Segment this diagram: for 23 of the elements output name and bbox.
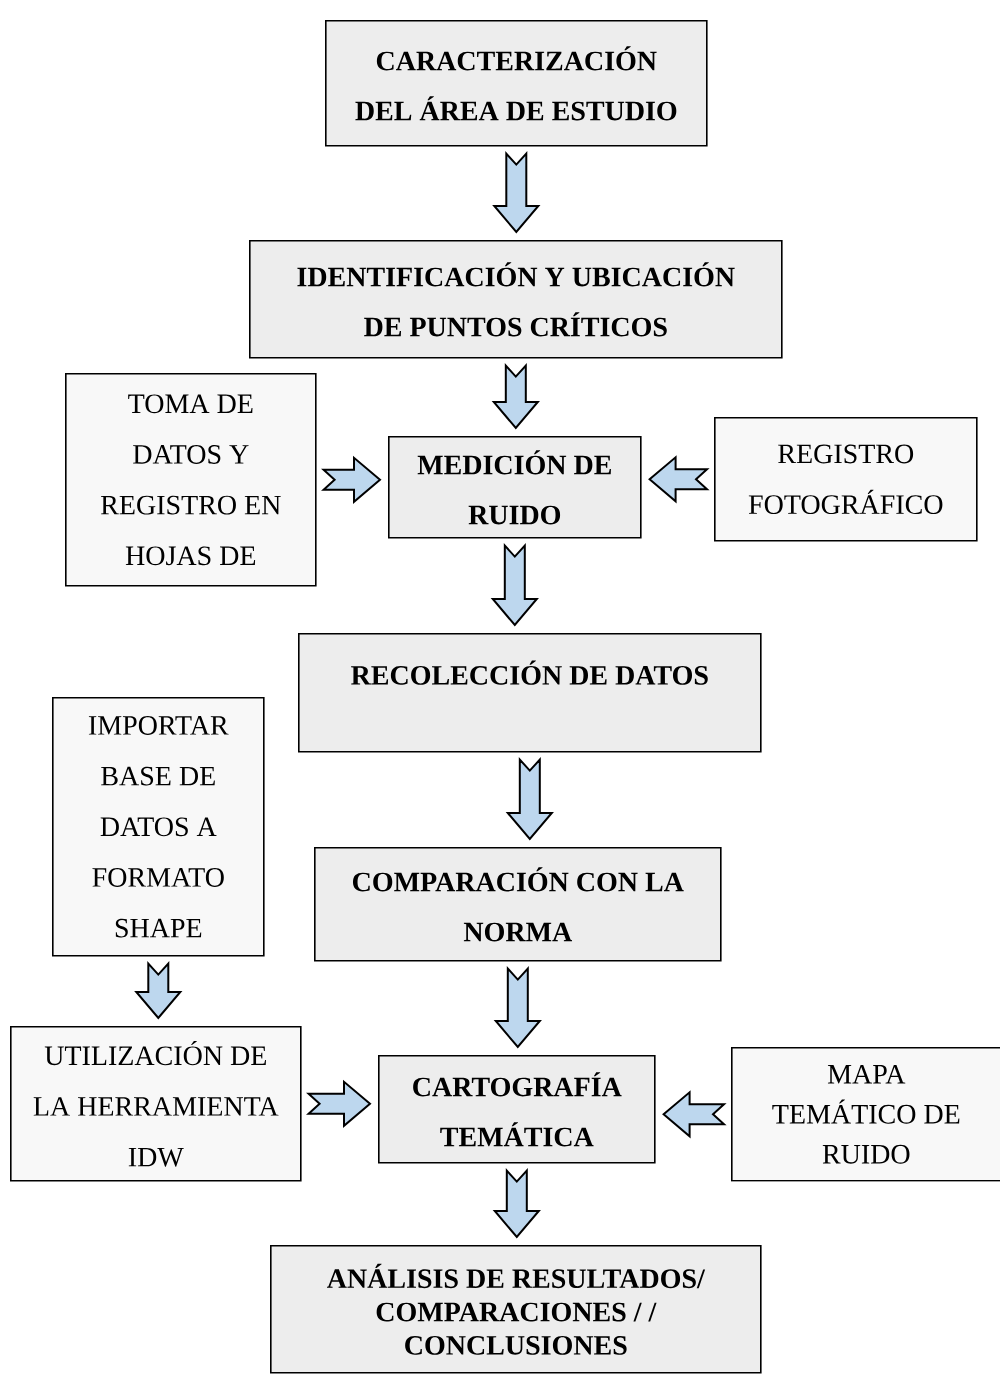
block-arrow	[662, 1090, 727, 1139]
block-arrow	[648, 455, 710, 504]
input-box: REGISTRO FOTOGRÁFICO	[714, 417, 978, 542]
process-box: COMPARACIÓN CON LA NORMA	[314, 847, 722, 962]
block-arrow	[490, 543, 539, 627]
block-arrow	[505, 757, 554, 841]
input-box: TOMA DE DATOS Y REGISTRO EN HOJAS DE	[65, 373, 317, 587]
process-box: RECOLECCIÓN DE DATOS	[298, 633, 762, 753]
input-box: UTILIZACIÓN DE LA HERRAMIENTA IDW	[10, 1026, 302, 1182]
process-box: ANÁLISIS DE RESULTADOS/ COMPARACIONES / / CONCLUSIONES	[270, 1245, 762, 1374]
block-arrow	[492, 151, 541, 234]
block-arrow	[134, 961, 183, 1020]
process-box: CARACTERIZACIÓN DEL ÁREA DE ESTUDIO	[325, 20, 708, 147]
block-arrow	[321, 455, 382, 504]
block-arrow	[491, 363, 540, 430]
process-box: IDENTIFICACIÓN Y UBICACIÓN DE PUNTOS CRÍTICOS	[249, 240, 783, 359]
input-box: IMPORTAR BASE DE DATOS A FORMATO SHAPE	[52, 697, 265, 957]
block-arrow	[492, 1168, 541, 1239]
process-box: CARTOGRAFÍA TEMÁTICA	[378, 1055, 656, 1164]
input-box: MAPA TEMÁTICO DE RUIDO	[731, 1047, 1000, 1182]
block-arrow	[306, 1079, 372, 1128]
process-box: MEDICIÓN DE RUIDO	[388, 436, 642, 539]
block-arrow	[493, 966, 542, 1049]
